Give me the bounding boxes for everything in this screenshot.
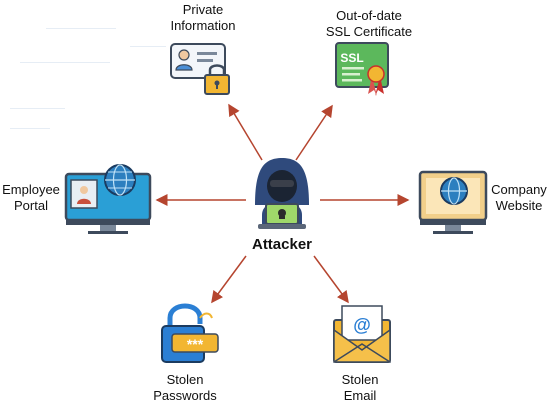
label-stolen-passwords: Stolen Passwords: [140, 372, 230, 404]
label-line: Information: [170, 18, 236, 33]
arrow-to-stolen-passwords: [211, 255, 247, 304]
label-line: Company: [491, 182, 547, 197]
label-line: Out-of-date: [336, 8, 402, 23]
label-employee-portal: Employee Portal: [0, 182, 62, 214]
label-stolen-email: Stolen Email: [320, 372, 400, 404]
background-artifact: [20, 62, 110, 63]
background-artifact: [46, 28, 116, 29]
password-mask-text: ***: [187, 336, 204, 352]
padlock-password-icon: ***: [161, 303, 219, 363]
monitor-user-globe-icon: [64, 164, 152, 234]
hacker-icon: [255, 158, 309, 229]
envelope-at-icon: @: [333, 305, 391, 363]
label-line: Stolen: [341, 372, 379, 387]
label-line: Employee: [2, 182, 60, 197]
background-artifact: [10, 108, 65, 109]
arrow-to-private-info: [228, 103, 263, 161]
label-line: Website: [495, 198, 543, 213]
label-line: SSL Certificate: [325, 24, 413, 39]
background-artifact: [130, 46, 166, 47]
arrow-to-stolen-email: [313, 255, 349, 304]
id-card-lock-icon: [170, 43, 230, 95]
label-company-website: Company Website: [488, 182, 550, 214]
arrow-to-ssl: [295, 104, 333, 161]
label-attacker: Attacker: [251, 236, 313, 253]
label-line: Private: [182, 2, 224, 17]
label-line: Email: [343, 388, 377, 403]
ssl-badge-text: SSL: [340, 51, 363, 65]
email-at-symbol: @: [353, 315, 371, 335]
label-private-information: Private Information: [158, 2, 248, 34]
background-artifact: [10, 128, 50, 129]
label-line: Passwords: [153, 388, 217, 403]
label-line: Portal: [14, 198, 48, 213]
ssl-certificate-icon: SSL: [335, 42, 389, 96]
label-line: Stolen: [166, 372, 204, 387]
monitor-globe-icon: [418, 170, 488, 234]
label-ssl-certificate: Out-of-date SSL Certificate: [314, 8, 424, 40]
